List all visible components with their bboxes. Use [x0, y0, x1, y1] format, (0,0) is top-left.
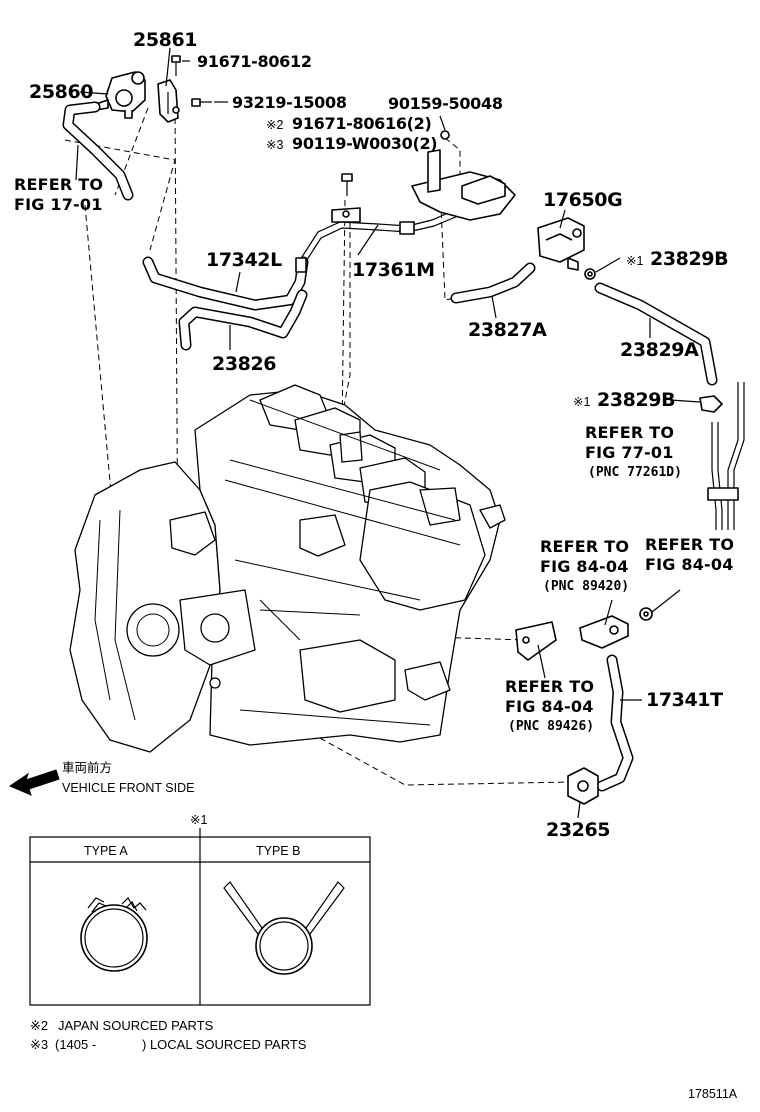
- arrow-left-icon: [8, 769, 60, 796]
- footnote-3-text-a: (1405 -: [55, 1037, 96, 1052]
- sensor-89420: [579, 615, 629, 649]
- ref-17-01-line2: FIG 17-01: [14, 195, 103, 214]
- vsv-assembly-25860: [95, 71, 146, 119]
- ref-17-01-line1: REFER TO: [14, 175, 103, 194]
- figure-id: 178511A: [688, 1087, 738, 1101]
- vehicle-front-indicator: 車両前方 VEHICLE FRONT SIDE: [8, 760, 194, 796]
- bolt-90119-w0030: [341, 173, 353, 196]
- legend-type-b: TYPE B: [256, 844, 300, 858]
- ref-84-04-a-line1: REFER TO: [540, 537, 629, 556]
- ref-77-01-pnc: (PNC 77261D): [588, 465, 682, 480]
- label-93219-15008: 93219-15008: [232, 93, 347, 112]
- mark-1-mid: ※1: [573, 395, 590, 409]
- footnotes: ※2 JAPAN SOURCED PARTS ※3 (1405 - ) LOCA…: [30, 1018, 307, 1052]
- bolt-84-04: [639, 607, 653, 621]
- label-25860: 25860: [29, 81, 93, 103]
- bracket-assembly-90159: [411, 130, 516, 221]
- label-23829b-top: 23829B: [650, 248, 728, 270]
- label-17341t: 17341T: [646, 689, 723, 711]
- label-17650g: 17650G: [543, 189, 622, 211]
- mark-3: ※3: [266, 138, 283, 152]
- hose-23826: [178, 289, 308, 351]
- front-label-jp: 車両前方: [62, 760, 112, 775]
- clamp-23829b-top: [584, 268, 596, 280]
- solid-leaders: [75, 47, 701, 819]
- hose-17341t: [596, 654, 634, 792]
- bracket-89426: [515, 621, 557, 661]
- ref-84-04-b-line1: REFER TO: [645, 535, 734, 554]
- mark-2: ※2: [266, 118, 283, 132]
- vsv-17650g: [537, 217, 585, 271]
- label-25861: 25861: [133, 29, 197, 51]
- clamp-type-legend: ※1 TYPE A TYPE B: [29, 813, 371, 1006]
- footnote-2-text: JAPAN SOURCED PARTS: [58, 1018, 214, 1033]
- label-23829b-mid: 23829B: [597, 389, 675, 411]
- clamp-type-b-icon: [223, 881, 345, 975]
- legend-mark: ※1: [190, 813, 207, 827]
- legend-type-a: TYPE A: [84, 844, 128, 858]
- hose-23827a: [450, 262, 536, 304]
- hose-refer-17-01: [62, 101, 134, 201]
- vsv-23265: [567, 767, 599, 805]
- hose-23829a: [594, 282, 718, 386]
- label-90159-50048: 90159-50048: [388, 94, 503, 113]
- pipe-17361m: [295, 207, 459, 273]
- ref-77-01-line1: REFER TO: [585, 423, 674, 442]
- ref-84-04-b-line2: FIG 84-04: [645, 555, 734, 574]
- ref-84-04-a-line2: FIG 84-04: [540, 557, 629, 576]
- pipe-77-01: [707, 382, 745, 530]
- ref-77-01-line2: FIG 77-01: [585, 443, 674, 462]
- bracket-25861: [157, 79, 180, 123]
- footnote-2-mark: ※2: [30, 1018, 48, 1033]
- front-label-en: VEHICLE FRONT SIDE: [62, 781, 194, 795]
- ref-84-04-c-line1: REFER TO: [505, 677, 594, 696]
- label-23829a: 23829A: [620, 339, 699, 361]
- label-91671-80612: 91671-80612: [197, 52, 312, 71]
- label-23265: 23265: [546, 819, 610, 841]
- clamp-23829b-mid: [699, 395, 723, 413]
- label-90119-w0030: 90119-W0030(2): [292, 134, 437, 153]
- mark-1-top: ※1: [626, 254, 643, 268]
- label-91671-80616: 91671-80616(2): [292, 114, 432, 133]
- label-17342l: 17342L: [206, 249, 282, 271]
- label-23827a: 23827A: [468, 319, 547, 341]
- footnote-3-text-b: ) LOCAL SOURCED PARTS: [142, 1037, 307, 1052]
- label-17361m: 17361M: [352, 259, 435, 281]
- ref-84-04-a-pnc: (PNC 89420): [543, 579, 629, 594]
- hose-17342l: [142, 256, 309, 311]
- ref-84-04-c-line2: FIG 84-04: [505, 697, 594, 716]
- clamp-type-a-icon: [80, 897, 148, 972]
- ref-84-04-c-pnc: (PNC 89426): [508, 719, 594, 734]
- reference-labels: REFER TO FIG 17-01 REFER TO FIG 77-01 (P…: [14, 175, 734, 734]
- legend-box: [29, 836, 371, 1006]
- footnote-3-mark: ※3: [30, 1037, 48, 1052]
- bolt-93219-15008: [191, 98, 212, 107]
- label-23826: 23826: [212, 353, 276, 375]
- engine-illustration: [69, 384, 506, 753]
- part-labels: 25861 25860 91671-80612 93219-15008 9015…: [29, 29, 729, 841]
- bolt-91671-80612: [171, 55, 181, 76]
